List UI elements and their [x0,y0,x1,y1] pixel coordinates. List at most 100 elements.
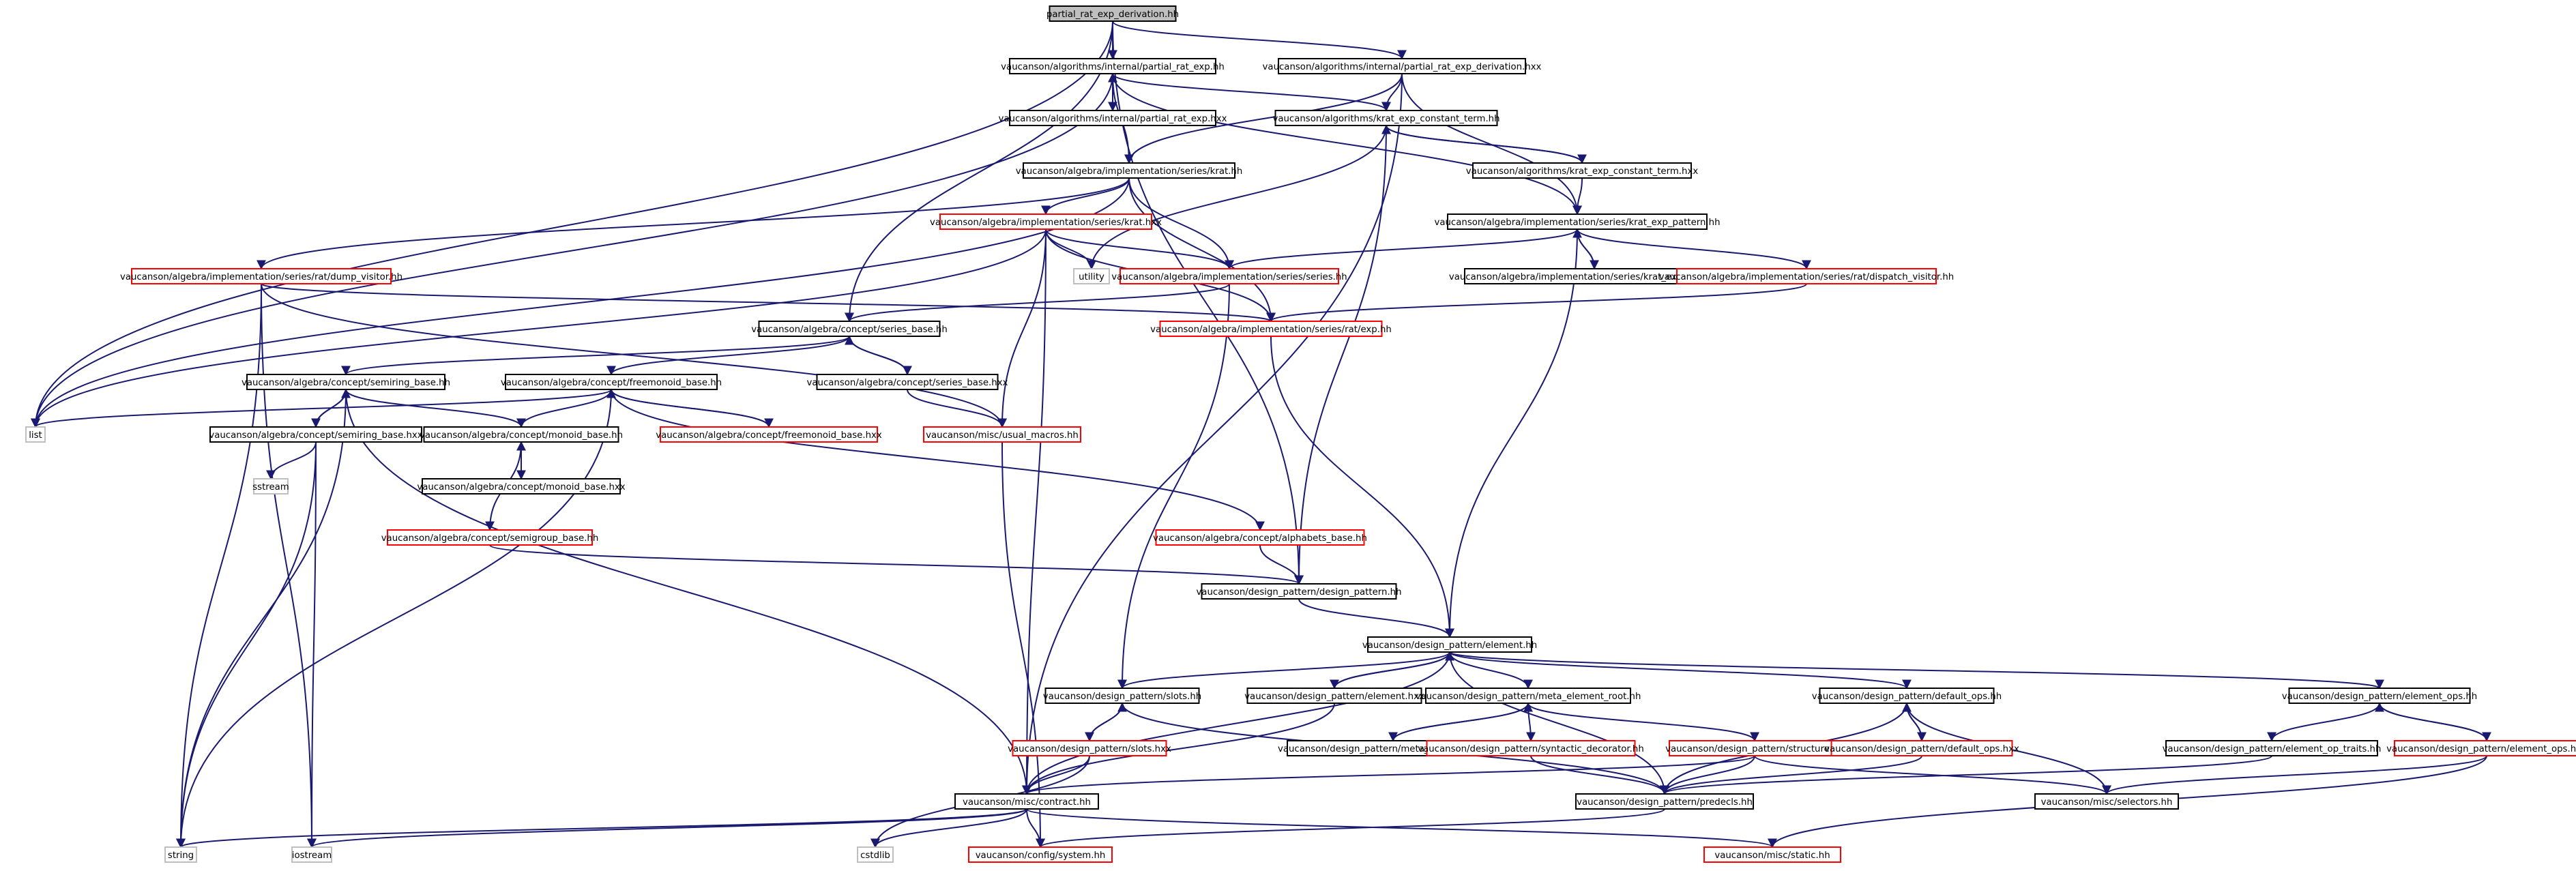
node-element-hh[interactable]: vaucanson/design_pattern/element.hh [1362,636,1537,653]
edge-ratexp_hh-to-element_hh [1270,336,1454,638]
node-freemonoid-base-hxx[interactable]: vaucanson/algebra/concept/freemonoid_bas… [656,426,882,443]
edge-semiring_base_hh-to-contract_hh [345,389,1031,795]
edge-element_hxx-to-contract_hh [1022,703,1335,795]
edge-meta_element_root_hh-to-structure_hh [1527,703,1759,742]
node-root[interactable]: partial_rat_exp_derivation.hh [1046,5,1179,22]
edge-element_hh-to-default_ops_hh [1449,651,1912,690]
node-element-ops-hh[interactable]: vaucanson/design_pattern/element_ops.hh [2282,688,2477,704]
edge-slots_hxx-to-contract_hh [1022,755,1090,795]
node-series-base-hxx[interactable]: vaucanson/algebra/concept/series_base.hx… [807,374,1008,390]
node-element-ops-hxx[interactable]: vaucanson/design_pattern/element_ops.hxx [2386,740,2576,756]
edge-element_hh-to-contract_hh [1022,651,1450,795]
node-label: vaucanson/algebra/implementation/series/… [1449,272,1740,282]
edge-series_base_hxx-to-series_base_hh [845,335,908,375]
node-syntactic-decorator-hh[interactable]: vaucanson/design_pattern/syntactic_decor… [1418,740,1644,756]
node-pred-hxx[interactable]: vaucanson/algorithms/internal/partial_ra… [1263,58,1542,74]
node-label: vaucanson/algebra/concept/semiring_base.… [209,430,422,441]
node-box [1703,846,1841,863]
edge-root-to-list [31,20,1113,428]
node-label: vaucanson/algebra/concept/series_base.hh [751,325,948,335]
node-label: vaucanson/algorithms/krat_exp_constant_t… [1272,114,1499,124]
file-nodes: partial_rat_exp_derivation.hh vaucanson/a… [25,5,2576,863]
node-label: vaucanson/misc/contract.hh [963,797,1091,808]
node-slots-hxx[interactable]: vaucanson/design_pattern/slots.hxx [1008,740,1171,756]
node-box [1155,529,1365,546]
node-default-ops-hxx[interactable]: vaucanson/design_pattern/default_ops.hxx [1824,740,2019,756]
node-kep-hxx[interactable]: vaucanson/algebra/implementation/series/… [1449,268,1740,284]
node-predecls-hh[interactable]: vaucanson/design_pattern/predecls.hh [1575,793,1754,810]
node-kect-hxx[interactable]: vaucanson/algorithms/krat_exp_constant_t… [1466,162,1699,179]
node-slots-hh[interactable]: vaucanson/design_pattern/slots.hh [1043,688,1201,704]
edge-freemonoid_base_hxx-to-freemonoid_base_hh [606,388,770,428]
node-box [2288,688,2471,704]
node-structure-hh[interactable]: vaucanson/design_pattern/structure.hh [1665,740,1844,756]
node-krat-hh[interactable]: vaucanson/algebra/implementation/series/… [1016,162,1243,179]
node-default-ops-hh[interactable]: vaucanson/design_pattern/default_ops.hh [1812,688,2002,704]
node-semiring-base-hh[interactable]: vaucanson/algebra/concept/semiring_base.… [241,374,450,390]
node-dispatch-hh[interactable]: vaucanson/algebra/implementation/series/… [1659,268,1954,284]
edge-pred_hxx-to-kep_hh [1401,73,1582,216]
node-label: vaucanson/design_pattern/design_pattern.… [1196,587,1401,597]
edge-series_impl_hh-to-slots_hh [1117,283,1230,690]
node-ratexp-hh[interactable]: vaucanson/algebra/implementation/series/… [1150,321,1392,337]
edge-freemonoid_base_hh-to-string [176,389,612,848]
node-monoid-base-hxx[interactable]: vaucanson/algebra/concept/monoid_base.hx… [417,478,626,494]
node-contract-hh[interactable]: vaucanson/misc/contract.hh [954,793,1099,810]
edge-contract_hh-to-iostream [307,808,1027,848]
edge-krat_hxx-to-contract_hh [1022,228,1046,795]
node-kep-hh[interactable]: vaucanson/algebra/implementation/series/… [1434,213,1721,230]
node-label: vaucanson/algebra/concept/semigroup_base… [381,533,599,544]
node-pre-hh[interactable]: vaucanson/algorithms/internal/partial_ra… [1001,58,1225,74]
node-box [1830,740,2013,756]
node-box [1073,268,1110,284]
node-box [1676,268,1937,284]
node-label: vaucanson/algebra/concept/freemonoid_bas… [656,430,882,441]
edge-semiring_base_hh-to-string [176,389,347,848]
node-dump-hh[interactable]: vaucanson/algebra/implementation/series/… [120,268,402,284]
node-box [1274,110,1498,126]
edge-freemonoid_base_hh-to-monoid_base_hh [516,389,612,428]
node-freemonoid-base-hh[interactable]: vaucanson/algebra/concept/freemonoid_bas… [501,374,722,390]
node-usual-macros[interactable]: vaucanson/misc/usual_macros.hh [923,426,1081,443]
node-box [1049,5,1177,22]
node-box [857,846,894,863]
node-selectors-hh[interactable]: vaucanson/misc/selectors.hh [2034,793,2179,810]
node-krat-hxx[interactable]: vaucanson/algebra/implementation/series/… [930,213,1162,230]
node-box [816,374,999,390]
node-box [387,529,593,546]
node-series-base-hh[interactable]: vaucanson/algebra/concept/series_base.hh [751,321,948,337]
node-alphabets-base-hh[interactable]: vaucanson/algebra/concept/alphabets_base… [1153,529,1367,546]
node-label: vaucanson/algebra/concept/monoid_base.hh [420,430,623,441]
node-system-hh[interactable]: vaucanson/config/system.hh [968,846,1113,863]
edge-structure_hh-to-predecls_hh [1660,755,1755,795]
node-box [2034,793,2179,810]
edge-slots_hxx-to-slots_hh [1089,702,1127,741]
node-box [1367,636,1532,653]
node-monoid-base-hh[interactable]: vaucanson/algebra/concept/monoid_base.hh [420,426,623,443]
edge-freemonoid_base_hh-to-list [31,389,612,428]
edge-meta_element_root_hxx-to-meta_element_root_hh [1392,702,1533,741]
node-semigroup-base-hh[interactable]: vaucanson/algebra/concept/semigroup_base… [381,529,599,546]
node-box [422,478,621,494]
node-design-pattern-hh[interactable]: vaucanson/design_pattern/design_pattern.… [1196,583,1402,600]
node-label: vaucanson/design_pattern/element_ops.hh [2282,692,2477,702]
edge-krat_hxx-to-series_impl_hh [1045,228,1234,270]
node-element-hxx[interactable]: vaucanson/design_pattern/element.hxx [1244,688,1424,704]
node-element-op-traits-hh[interactable]: vaucanson/design_pattern/element_op_trai… [2163,740,2382,756]
node-label: vaucanson/misc/static.hh [1714,851,1830,861]
edge-syntactic_decorator_hh-to-predecls_hh [1530,755,1669,795]
node-kect-hh[interactable]: vaucanson/algorithms/krat_exp_constant_t… [1272,110,1500,126]
edge-krat_hh-to-dump_hh [257,177,1130,270]
node-box [660,426,878,443]
node-utility: utility [1073,268,1110,284]
edge-meta_element_root_hh-to-syntactic_decorator_hh [1525,703,1536,742]
node-semiring-base-hxx[interactable]: vaucanson/algebra/concept/semiring_base.… [209,426,423,443]
edge-contract_hh-to-string [176,808,1027,848]
node-meta-element-root-hh[interactable]: vaucanson/design_pattern/meta_element_ro… [1416,688,1641,704]
node-box [1447,213,1708,230]
node-box [954,793,1099,810]
edge-dump_hh-to-usual_macros [261,283,1007,428]
node-pre-hxx[interactable]: vaucanson/algorithms/internal/partial_ra… [999,110,1227,126]
node-series-impl-hh[interactable]: vaucanson/algebra/implementation/series/… [1111,268,1347,284]
node-static-hh[interactable]: vaucanson/misc/static.hh [1703,846,1841,863]
